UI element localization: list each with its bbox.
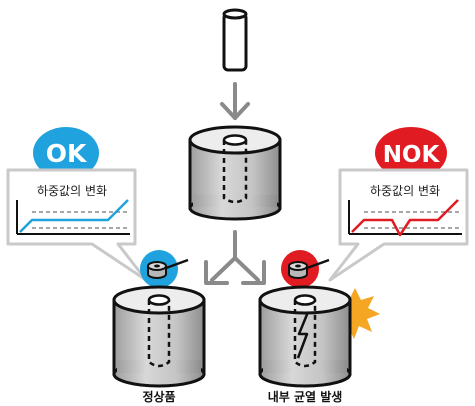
nok-cylinder — [258, 285, 352, 388]
ok-load-sensor-icon — [140, 250, 189, 288]
down-arrow-icon — [220, 82, 250, 120]
center-cylinder — [188, 125, 282, 221]
nok-badge-label: NOK — [383, 142, 441, 168]
ok-cylinder — [112, 285, 206, 388]
pin-icon — [222, 8, 248, 72]
split-arrow-icon — [204, 230, 266, 285]
lightning-crack-icon — [296, 311, 310, 359]
nok-load-sensor-icon — [281, 250, 330, 288]
ok-callout: 하중값의 변화 — [6, 168, 148, 282]
nok-callout: 하중값의 변화 — [328, 168, 469, 282]
ok-badge-bg — [33, 127, 99, 179]
nok-badge: NOK — [375, 127, 447, 179]
ok-load-chart — [16, 199, 130, 235]
ok-part-caption: 정상품 — [142, 389, 175, 404]
nok-load-chart — [348, 199, 462, 237]
ok-badge: OK — [33, 127, 99, 179]
ok-callout-title: 하중값의 변화 — [37, 184, 107, 198]
nok-callout-title: 하중값의 변화 — [370, 184, 440, 198]
ok-badge-label: OK — [46, 139, 88, 168]
nok-part-caption: 내부 균열 발생 — [268, 389, 343, 404]
